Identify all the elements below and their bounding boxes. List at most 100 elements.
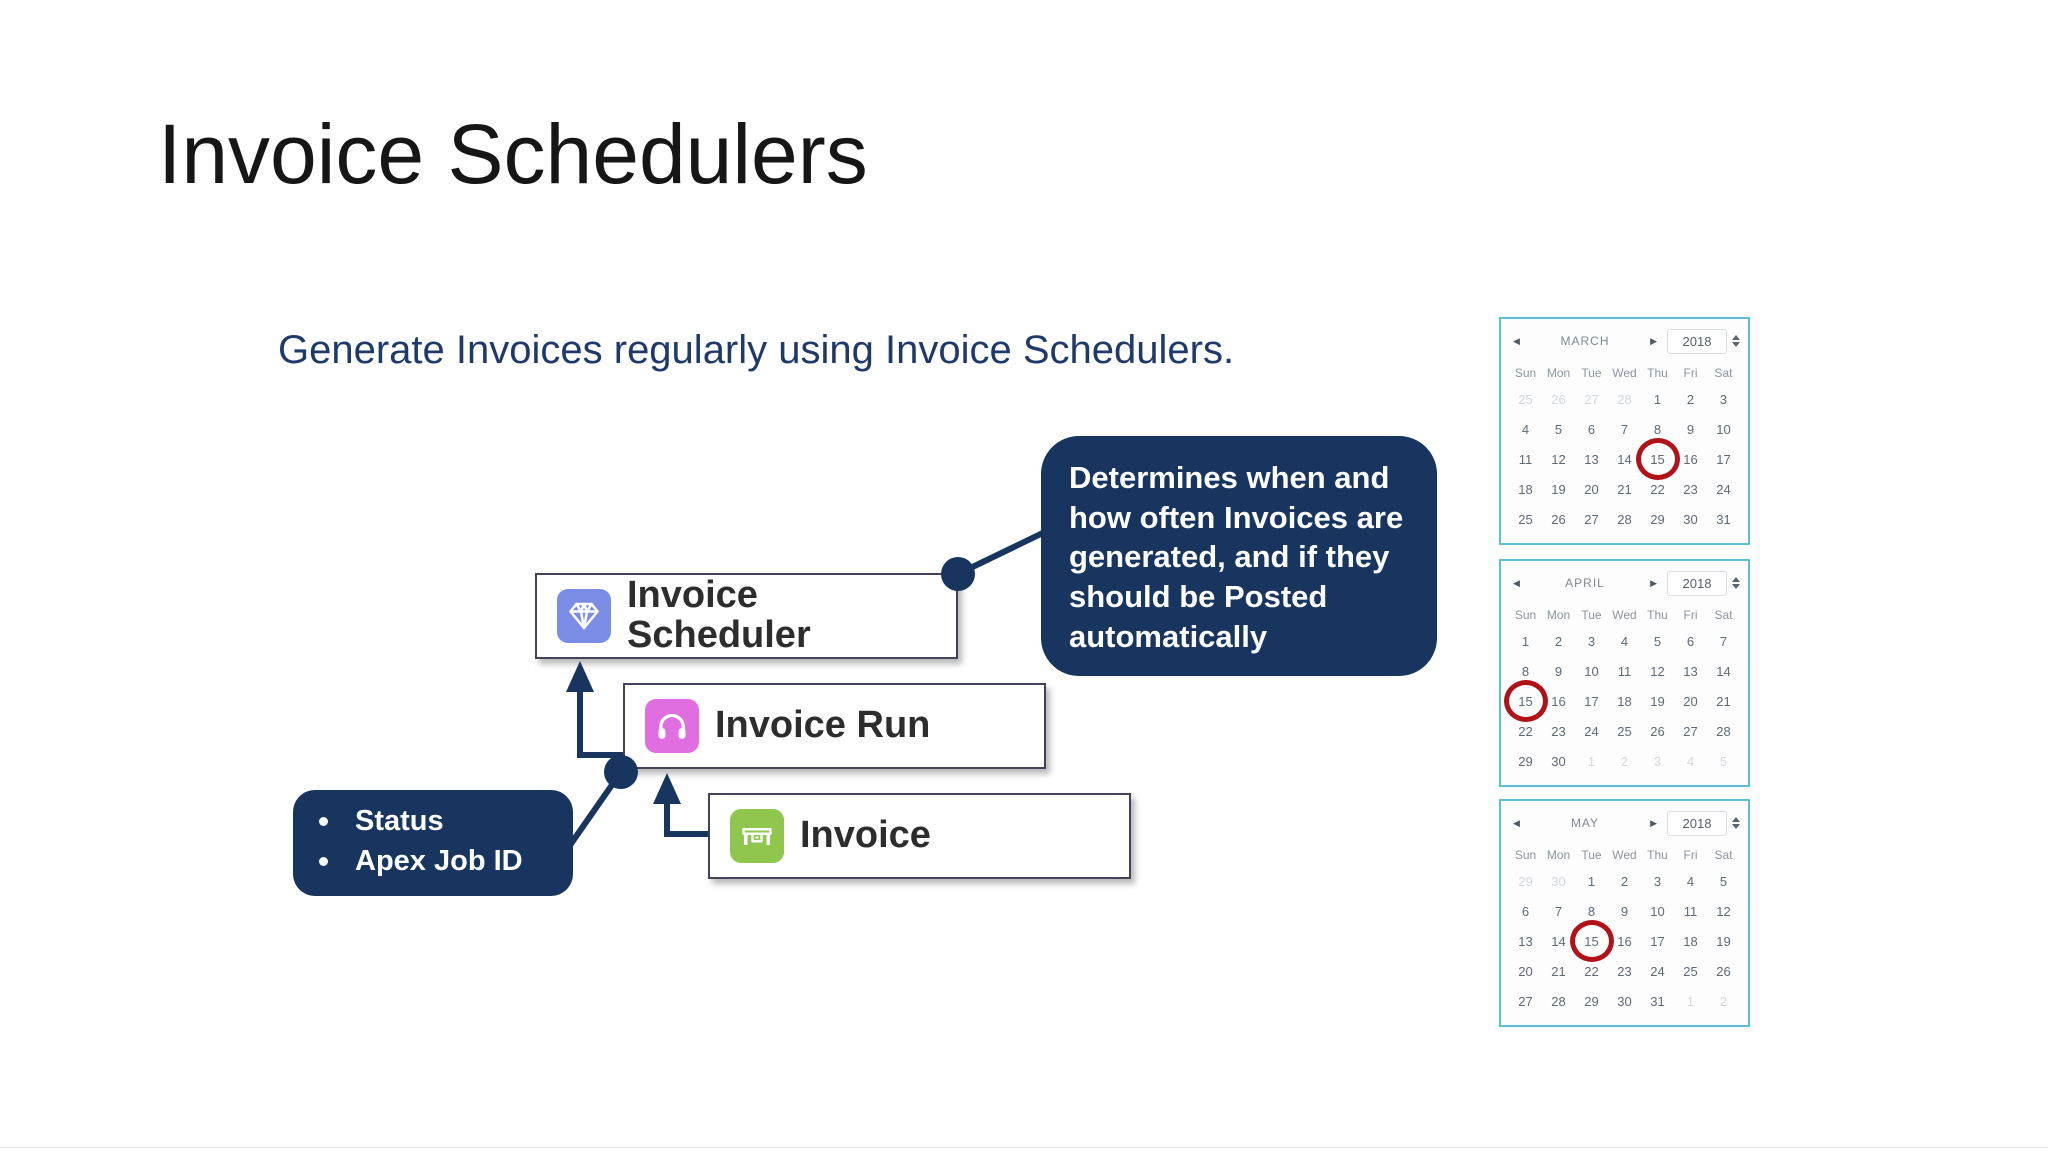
calendar-day[interactable]: 29 [1518, 873, 1533, 889]
calendar-day[interactable]: 13 [1683, 663, 1698, 679]
calendar-day[interactable]: 21 [1716, 693, 1731, 709]
calendar-day[interactable]: 20 [1584, 481, 1599, 497]
calendar-day[interactable]: 3 [1587, 633, 1596, 649]
calendar-day[interactable]: 27 [1683, 723, 1698, 739]
calendar-day[interactable]: 13 [1518, 933, 1533, 949]
calendar-day[interactable]: 24 [1650, 963, 1665, 979]
calendar-day[interactable]: 24 [1584, 723, 1599, 739]
calendar-day[interactable]: 30 [1551, 873, 1566, 889]
calendar-day[interactable]: 31 [1716, 511, 1731, 527]
calendar-day[interactable]: 18 [1683, 933, 1698, 949]
calendar-day[interactable]: 7 [1719, 633, 1728, 649]
calendar-day[interactable]: 4 [1686, 753, 1695, 769]
calendar-day[interactable]: 10 [1584, 663, 1599, 679]
year-spinner-icon[interactable] [1732, 335, 1740, 347]
calendar-day[interactable]: 22 [1518, 723, 1533, 739]
calendar-day[interactable]: 23 [1551, 723, 1566, 739]
calendar-day[interactable]: 1 [1587, 873, 1596, 889]
calendar-day[interactable]: 29 [1584, 993, 1599, 1009]
calendar-day[interactable]: 22 [1584, 963, 1599, 979]
prev-month-icon[interactable]: ◀ [1513, 817, 1520, 828]
calendar-day[interactable]: 26 [1551, 511, 1566, 527]
calendar-day[interactable]: 16 [1683, 451, 1698, 467]
calendar-day[interactable]: 28 [1551, 993, 1566, 1009]
calendar-day[interactable]: 18 [1617, 693, 1632, 709]
calendar-day[interactable]: 5 [1653, 633, 1662, 649]
year-spinner-icon[interactable] [1732, 577, 1740, 589]
next-month-icon[interactable]: ▶ [1650, 817, 1657, 828]
calendar-day[interactable]: 9 [1620, 903, 1629, 919]
calendar-day[interactable]: 30 [1617, 993, 1632, 1009]
calendar-day[interactable]: 11 [1518, 451, 1533, 467]
calendar-day[interactable]: 14 [1617, 451, 1632, 467]
calendar-day[interactable]: 12 [1650, 663, 1665, 679]
calendar-day[interactable]: 3 [1653, 873, 1662, 889]
calendar-day[interactable]: 6 [1587, 421, 1596, 437]
calendar-day[interactable]: 2 [1719, 993, 1728, 1009]
calendar-day[interactable]: 8 [1653, 421, 1662, 437]
calendar-day[interactable]: 9 [1554, 663, 1563, 679]
calendar-day[interactable]: 15 [1635, 438, 1680, 480]
calendar-day[interactable]: 7 [1554, 903, 1563, 919]
calendar-day[interactable]: 1 [1653, 391, 1662, 407]
calendar-day[interactable]: 4 [1620, 633, 1629, 649]
calendar-day[interactable]: 25 [1518, 511, 1533, 527]
calendar-day[interactable]: 8 [1587, 903, 1596, 919]
calendar-day[interactable]: 17 [1716, 451, 1731, 467]
calendar-day[interactable]: 31 [1650, 993, 1665, 1009]
calendar-day[interactable]: 25 [1617, 723, 1632, 739]
calendar-day[interactable]: 14 [1551, 933, 1566, 949]
calendar-day[interactable]: 8 [1521, 663, 1530, 679]
calendar-day[interactable]: 9 [1686, 421, 1695, 437]
calendar-day[interactable]: 3 [1719, 391, 1728, 407]
calendar-day[interactable]: 15 [1569, 920, 1614, 962]
next-month-icon[interactable]: ▶ [1650, 577, 1657, 588]
calendar-day[interactable]: 17 [1650, 933, 1665, 949]
calendar-day[interactable]: 28 [1617, 511, 1632, 527]
year-input[interactable]: 2018 [1667, 810, 1727, 836]
calendar-day[interactable]: 19 [1650, 693, 1665, 709]
calendar-day[interactable]: 14 [1716, 663, 1731, 679]
calendar-day[interactable]: 4 [1521, 421, 1530, 437]
calendar-day[interactable]: 20 [1518, 963, 1533, 979]
next-month-icon[interactable]: ▶ [1650, 335, 1657, 346]
calendar-day[interactable]: 2 [1554, 633, 1563, 649]
prev-month-icon[interactable]: ◀ [1513, 335, 1520, 346]
calendar-day[interactable]: 10 [1716, 421, 1731, 437]
calendar-day[interactable]: 23 [1683, 481, 1698, 497]
calendar-day[interactable]: 16 [1617, 933, 1632, 949]
calendar-day[interactable]: 26 [1716, 963, 1731, 979]
calendar-day[interactable]: 27 [1584, 511, 1599, 527]
calendar-day[interactable]: 27 [1518, 993, 1533, 1009]
calendar-day[interactable]: 26 [1650, 723, 1665, 739]
calendar-day[interactable]: 27 [1584, 391, 1599, 407]
calendar-day[interactable]: 25 [1518, 391, 1533, 407]
calendar-day[interactable]: 24 [1716, 481, 1731, 497]
calendar-day[interactable]: 26 [1551, 391, 1566, 407]
calendar-day[interactable]: 29 [1650, 511, 1665, 527]
calendar-day[interactable]: 17 [1584, 693, 1599, 709]
calendar-day[interactable]: 20 [1683, 693, 1698, 709]
calendar-day[interactable]: 22 [1650, 481, 1665, 497]
calendar-day[interactable]: 30 [1551, 753, 1566, 769]
calendar-day[interactable]: 7 [1620, 421, 1629, 437]
calendar-day[interactable]: 18 [1518, 481, 1533, 497]
calendar-day[interactable]: 5 [1554, 421, 1563, 437]
calendar-day[interactable]: 5 [1719, 873, 1728, 889]
calendar-day[interactable]: 28 [1716, 723, 1731, 739]
calendar-day[interactable]: 13 [1584, 451, 1599, 467]
calendar-day[interactable]: 2 [1620, 873, 1629, 889]
calendar-day[interactable]: 5 [1719, 753, 1728, 769]
calendar-day[interactable]: 2 [1686, 391, 1695, 407]
calendar-day[interactable]: 6 [1686, 633, 1695, 649]
calendar-day[interactable]: 6 [1521, 903, 1530, 919]
year-spinner-icon[interactable] [1732, 817, 1740, 829]
calendar-day[interactable]: 19 [1551, 481, 1566, 497]
calendar-day[interactable]: 29 [1518, 753, 1533, 769]
prev-month-icon[interactable]: ◀ [1513, 577, 1520, 588]
calendar-day[interactable]: 12 [1551, 451, 1566, 467]
calendar-day[interactable]: 4 [1686, 873, 1695, 889]
calendar-day[interactable]: 30 [1683, 511, 1698, 527]
calendar-day[interactable]: 1 [1686, 993, 1695, 1009]
calendar-day[interactable]: 10 [1650, 903, 1665, 919]
